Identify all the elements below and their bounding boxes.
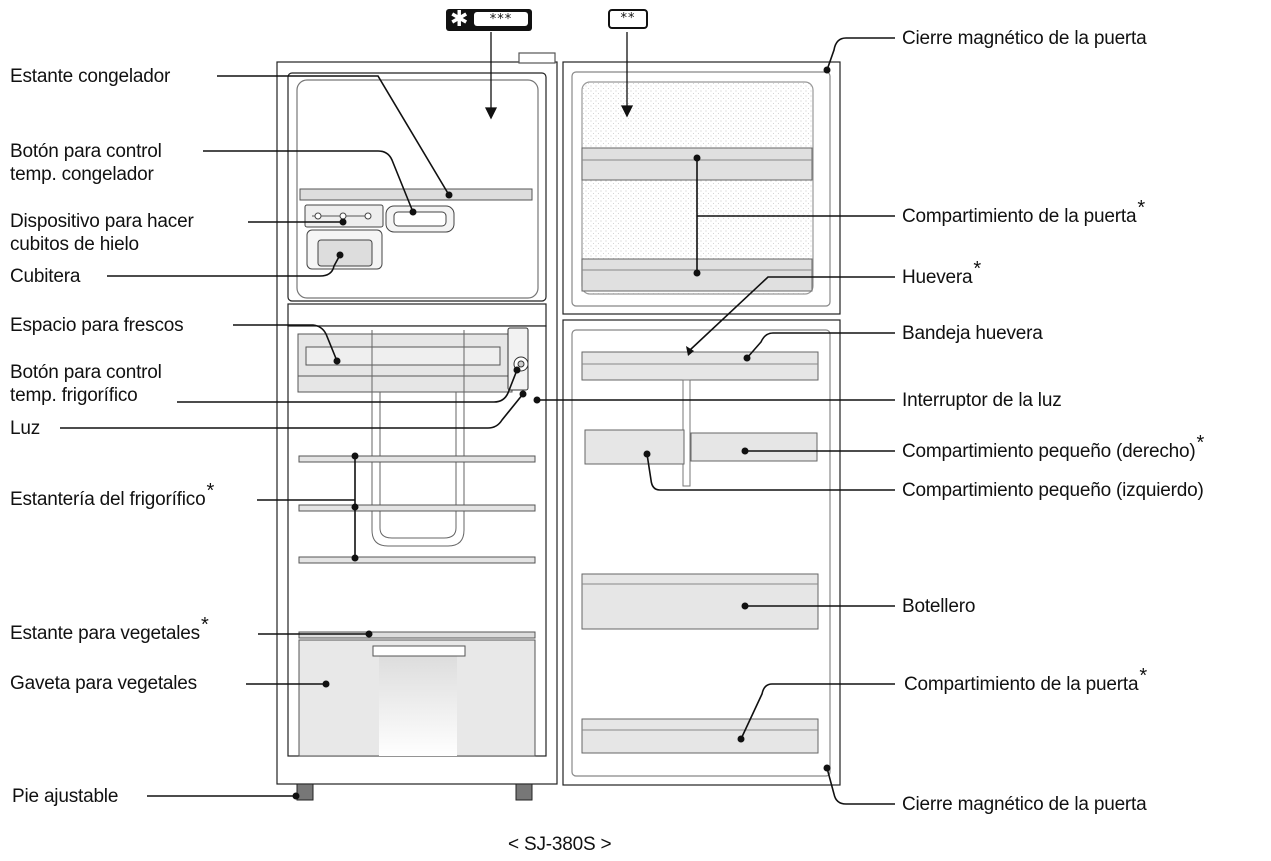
- freezer-star-rating: ***: [474, 12, 528, 27]
- vegetable-drawer: [298, 631, 536, 757]
- freezer-shelf: [299, 188, 533, 201]
- leader-dots: [292, 66, 831, 800]
- label-compartimiento-pequeno-derecho: Compartimiento pequeño (derecho)*: [902, 432, 1205, 462]
- label-gaveta-vegetales: Gaveta para vegetales: [10, 673, 197, 694]
- label-compartimiento-puerta-superior: Compartimiento de la puerta*: [902, 197, 1145, 227]
- ice-maker: [304, 204, 384, 270]
- adjustable-feet: [296, 783, 533, 801]
- leader-lines: [60, 37, 895, 805]
- label-cubitera: Cubitera: [10, 266, 81, 287]
- label-interruptor-luz: Interruptor de la luz: [902, 390, 1062, 411]
- fridge-control: [507, 327, 529, 391]
- freezer-control: [385, 205, 455, 233]
- freezer-door: [562, 61, 841, 315]
- label-cierre-magnetico-superior: Cierre magnético de la puerta: [902, 28, 1147, 49]
- label-compartimiento-puerta-inferior: Compartimiento de la puerta*: [904, 665, 1147, 695]
- huevera-arrowhead: [686, 346, 694, 356]
- symbol-arrows: [484, 32, 634, 120]
- label-pie-ajustable: Pie ajustable: [12, 786, 119, 807]
- label-huevera: Huevera*: [902, 258, 982, 288]
- fridge-door: [562, 319, 841, 786]
- label-compartimiento-pequeno-izquierdo: Compartimiento pequeño (izquierdo): [902, 480, 1204, 501]
- model-caption: < SJ-380S >: [508, 834, 612, 855]
- label-estante-congelador: Estante congelador: [10, 66, 171, 87]
- back-channel: [371, 330, 465, 547]
- label-espacio-frescos: Espacio para frescos: [10, 315, 184, 336]
- freezer-star-symbol: ✱ ***: [446, 7, 532, 32]
- snowflake-icon: ✱: [450, 7, 469, 32]
- label-botellero: Botellero: [902, 596, 976, 617]
- label-estante-vegetales: Estante para vegetales*: [10, 614, 209, 644]
- fridge-shelves: [298, 455, 536, 564]
- door-star-symbol: **: [608, 9, 648, 29]
- label-luz: Luz: [10, 418, 41, 439]
- door-star-rating: **: [620, 11, 636, 26]
- fresh-space: [297, 333, 513, 393]
- label-bandeja-huevera: Bandeja huevera: [902, 323, 1043, 344]
- label-estanteria-frigorifico: Estantería del frigorífico*: [10, 480, 215, 510]
- label-cierre-magnetico-inferior: Cierre magnético de la puerta: [902, 794, 1147, 815]
